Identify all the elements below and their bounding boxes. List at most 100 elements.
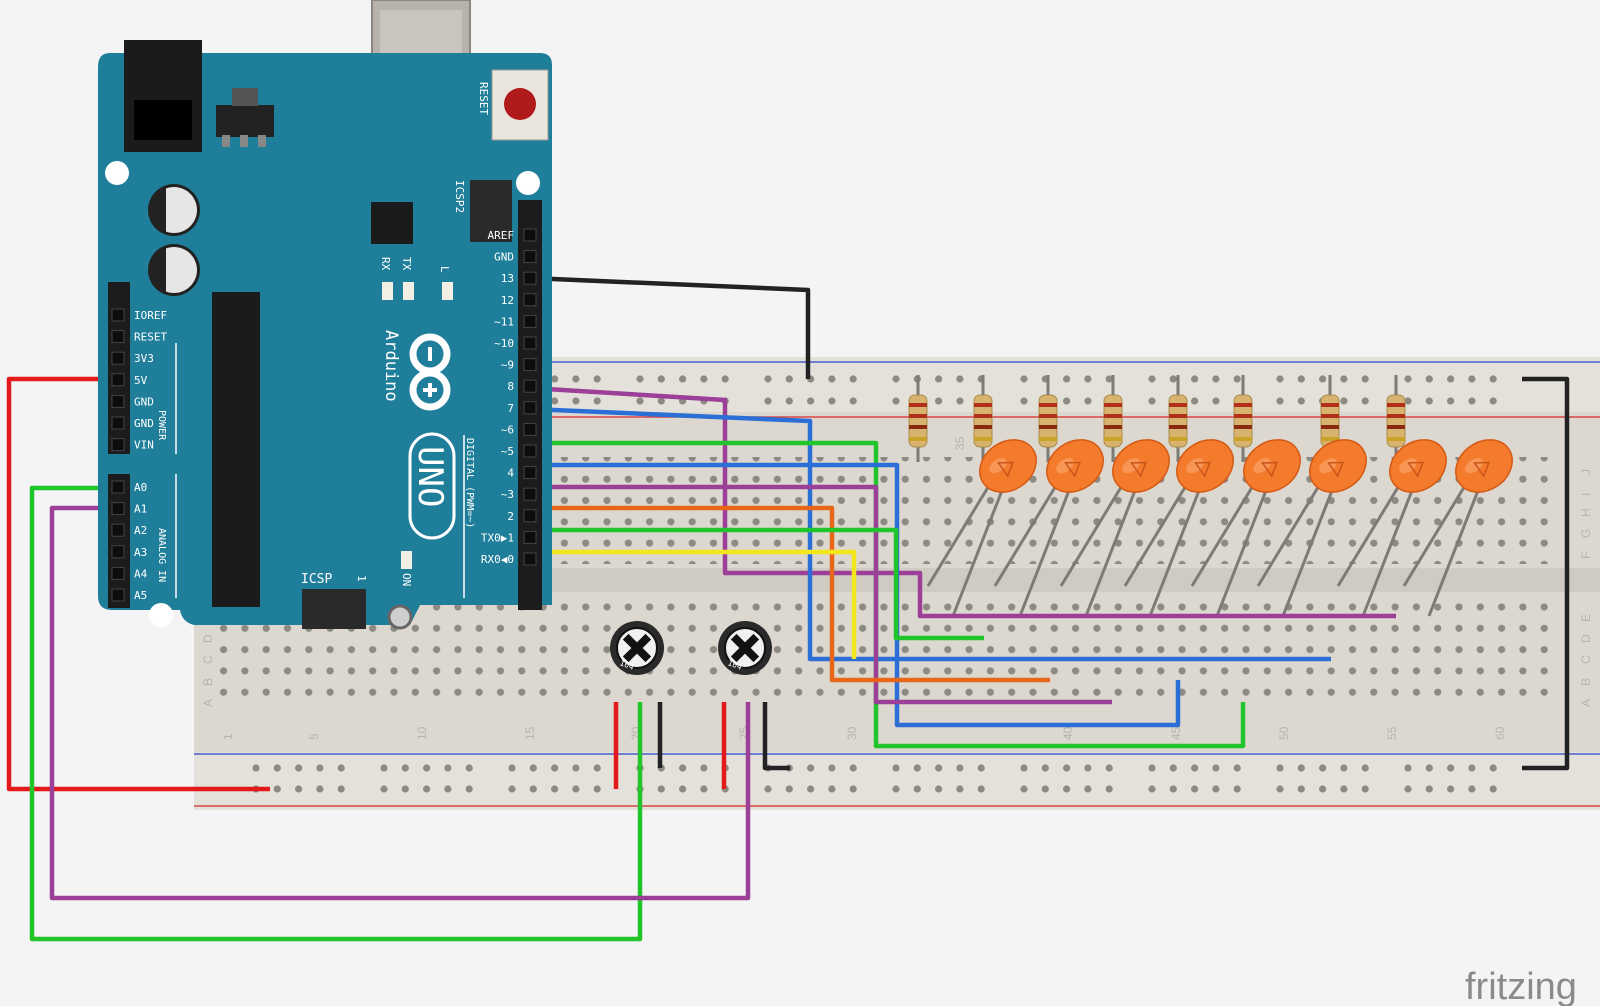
rail-hole: [1489, 375, 1497, 383]
wire-pin5-purple: [530, 484, 1112, 705]
rail-hole: [1233, 375, 1241, 383]
header-pin[interactable]: [523, 444, 537, 458]
mounting-hole: [105, 161, 129, 185]
header-pin[interactable]: [523, 530, 537, 544]
row-letter: C: [201, 655, 215, 664]
reset-button[interactable]: [491, 69, 549, 141]
header-pin[interactable]: [523, 228, 537, 242]
header-pin[interactable]: [523, 314, 537, 328]
wire-pin8-blue: [529, 406, 1331, 662]
col-num: 35: [953, 436, 967, 450]
rail-hole: [316, 764, 324, 772]
rail-hole: [1489, 764, 1497, 772]
potentiometer-1[interactable]: 104: [610, 621, 664, 675]
header-pin[interactable]: [523, 336, 537, 350]
header-pin[interactable]: [111, 566, 125, 580]
capacitor: [148, 184, 200, 236]
rail-hole: [593, 375, 601, 383]
rail-hole: [935, 397, 943, 405]
pin-label: VIN: [134, 439, 154, 452]
col-num: 40: [1061, 726, 1075, 740]
rail-hole: [1169, 785, 1177, 793]
rail-hole: [1212, 785, 1220, 793]
header-pin[interactable]: [111, 308, 125, 322]
rail-hole: [316, 785, 324, 793]
header-pin[interactable]: [523, 293, 537, 307]
header-pin[interactable]: [523, 422, 537, 436]
rail-hole: [1447, 375, 1455, 383]
rail-hole: [913, 764, 921, 772]
header-pin[interactable]: [111, 351, 125, 365]
row-letters-right: J I H G F E D C B A: [1579, 469, 1593, 707]
pin-label: RX0◀0: [481, 553, 514, 566]
rail-hole: [935, 375, 943, 383]
rail-hole: [551, 764, 559, 772]
header-pin[interactable]: [523, 379, 537, 393]
rail-hole: [849, 764, 857, 772]
col-num: 1: [221, 733, 235, 740]
header-pin[interactable]: [111, 438, 125, 452]
pin-label: 12: [501, 294, 514, 307]
rail-hole: [956, 375, 964, 383]
rail-hole: [380, 785, 388, 793]
header-pin[interactable]: [111, 523, 125, 537]
rail-hole: [273, 785, 281, 793]
pin-label: GND: [134, 417, 154, 430]
header-pin[interactable]: [523, 271, 537, 285]
icsp2-header: [470, 180, 512, 242]
header-pin[interactable]: [523, 466, 537, 480]
col-num: 5: [307, 733, 321, 740]
header-pin[interactable]: [523, 401, 537, 415]
rail-hole: [1276, 375, 1284, 383]
rail-hole: [572, 397, 580, 405]
rail-hole: [1404, 764, 1412, 772]
leds: [979, 439, 1513, 493]
icsp-header: [302, 589, 366, 629]
rail-hole: [1489, 397, 1497, 405]
rail-hole: [1105, 764, 1113, 772]
rail-hole: [1319, 375, 1327, 383]
col-num: 10: [415, 726, 429, 740]
rail-hole: [1297, 375, 1305, 383]
header-pin[interactable]: [111, 480, 125, 494]
mounting-hole: [516, 171, 540, 195]
wire-gnd-black: [529, 275, 811, 379]
header-pin[interactable]: [523, 487, 537, 501]
wire-a1-purple: [49, 505, 751, 901]
header-pin[interactable]: [111, 394, 125, 408]
rail-hole: [401, 785, 409, 793]
potentiometer-2[interactable]: 104: [718, 621, 772, 675]
led: [1243, 439, 1301, 493]
header-pin[interactable]: [111, 373, 125, 387]
rail-hole: [551, 397, 559, 405]
pin-label: ~5: [501, 445, 514, 458]
header-pin[interactable]: [523, 250, 537, 264]
pin-label: 7: [507, 402, 514, 415]
header-pin[interactable]: [111, 502, 125, 516]
header-pin[interactable]: [111, 330, 125, 344]
pin-label: RESET: [134, 331, 167, 344]
on-led: [401, 551, 412, 569]
header-pin[interactable]: [523, 358, 537, 372]
header-pin[interactable]: [111, 588, 125, 602]
rail-hole: [1447, 785, 1455, 793]
header-pin[interactable]: [523, 552, 537, 566]
rail-hole: [828, 397, 836, 405]
wire-pin2-yellow: [530, 549, 857, 659]
rail-hole: [1319, 764, 1327, 772]
analog-header: [108, 474, 130, 608]
header-pin[interactable]: [523, 509, 537, 523]
header-pin[interactable]: [111, 545, 125, 559]
rail-hole: [785, 375, 793, 383]
rail-hole: [1063, 764, 1071, 772]
rail-hole: [1148, 764, 1156, 772]
rail-hole: [1447, 764, 1455, 772]
led-leads: [926, 483, 1481, 617]
rail-hole: [700, 785, 708, 793]
rail-hole: [657, 375, 665, 383]
board-pcb: [98, 53, 552, 625]
header-pin[interactable]: [111, 416, 125, 430]
row-letter: A: [201, 699, 215, 707]
rail-hole: [1148, 375, 1156, 383]
rail-hole: [956, 764, 964, 772]
